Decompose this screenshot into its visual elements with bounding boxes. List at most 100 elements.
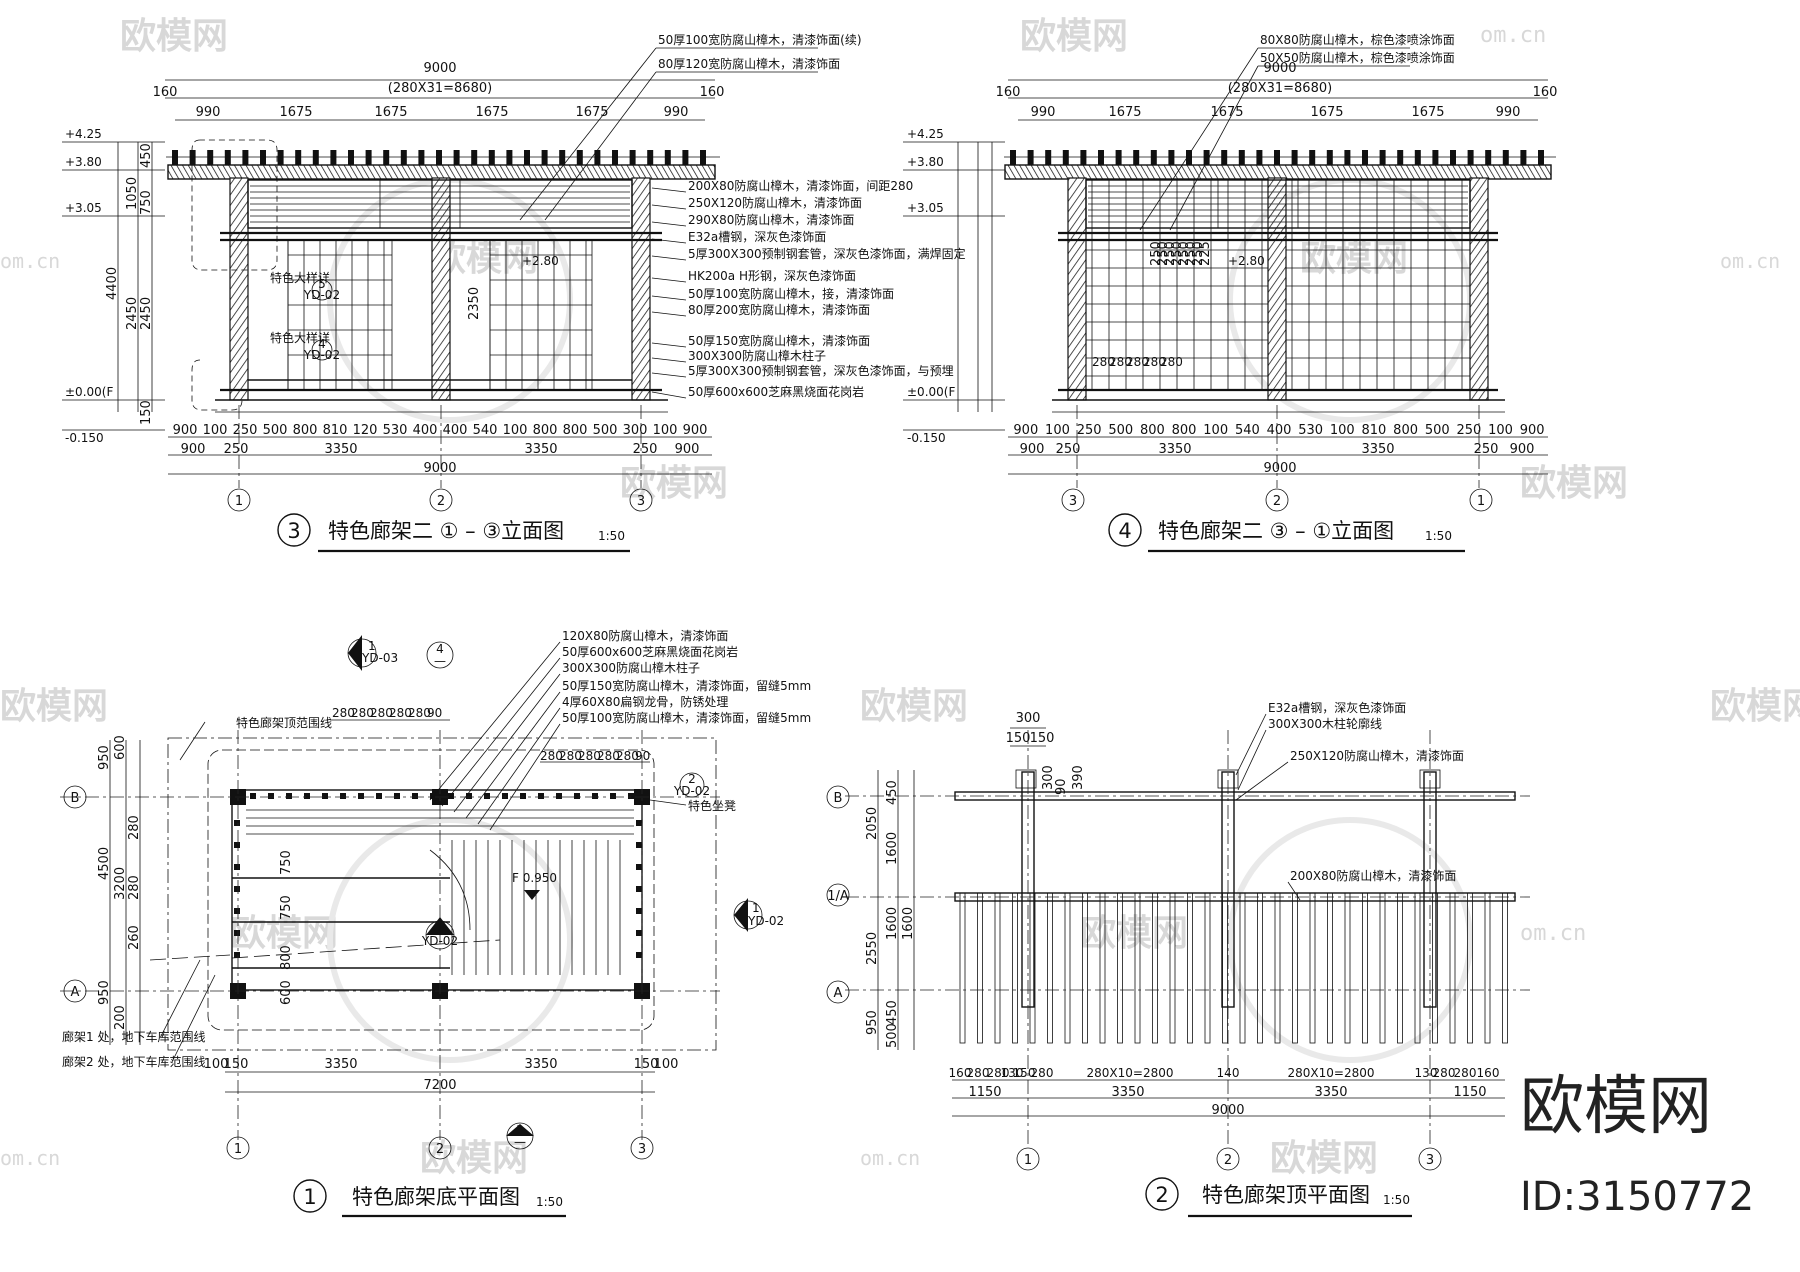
plan1-top-dim: 280 bbox=[332, 706, 355, 720]
elev3-axis-bubble: 2 bbox=[437, 494, 445, 509]
svg-text:3: 3 bbox=[516, 1123, 524, 1137]
elev4-level: +3.05 bbox=[907, 201, 944, 215]
plan1-axis-bubble: 3 bbox=[638, 1142, 646, 1157]
elev3-title-number: 3 bbox=[287, 519, 300, 543]
plan1-top-dim: 280 bbox=[597, 749, 620, 763]
plan2-left-dim: 950 bbox=[865, 1010, 880, 1035]
plan2-top-dim: 300 bbox=[1041, 765, 1056, 790]
plan1-top-dim: 280 bbox=[370, 706, 393, 720]
plan2-left-dim: 1600 bbox=[885, 907, 900, 940]
rafter-end bbox=[207, 150, 214, 165]
plan1-right-label: 特色坐凳 bbox=[688, 798, 736, 813]
elev4-bottom-dim1: 800 bbox=[1140, 423, 1165, 438]
plan1-inner-dim: 750 bbox=[279, 895, 294, 920]
watermark-brand: 欧模网 bbox=[620, 463, 728, 504]
plan2-callout: 300X300木柱轮廓线 bbox=[1268, 716, 1382, 731]
elev3-bottom-dim1: 100 bbox=[203, 423, 228, 438]
rafter-end bbox=[1467, 150, 1474, 165]
elev3-title: 特色廊架二 ① – ③立面图 bbox=[328, 519, 564, 543]
elev3-column bbox=[229, 177, 249, 401]
elev4-grid-dim-h: 280 bbox=[1092, 355, 1115, 369]
elev4-grid-dim-h: 280 bbox=[1160, 355, 1183, 369]
plan1-left-label: 特色廊架顶范围线 bbox=[236, 715, 332, 730]
plan1-bottom-dim: 150 bbox=[634, 1057, 659, 1072]
elev3-detail-ref-sheet: YD-02 bbox=[303, 348, 340, 362]
beam-dot bbox=[340, 793, 346, 799]
elev3-overall-dim: 9000 bbox=[423, 61, 456, 76]
svg-text:YD-03: YD-03 bbox=[361, 651, 398, 665]
plan2-left-dim: 1600 bbox=[885, 832, 900, 865]
plan1-section-marker: 4 — bbox=[426, 641, 454, 669]
elev3-bottom-dim1: 100 bbox=[653, 423, 678, 438]
elev3-bottom-dim1: 540 bbox=[473, 423, 498, 438]
plan2-top-dim: 150 bbox=[1030, 731, 1055, 746]
plan2-bottom-dim1: 130 bbox=[1415, 1066, 1438, 1080]
elev3-scale: 1:50 bbox=[598, 529, 625, 543]
elev3-bay-dim: 1675 bbox=[575, 105, 608, 120]
svg-text:—: — bbox=[434, 654, 446, 668]
elev3-bottom-dim1: 400 bbox=[443, 423, 468, 438]
rafter-end bbox=[1256, 150, 1263, 165]
plan1-bottom-dim: 100 bbox=[204, 1057, 229, 1072]
rafter-end bbox=[541, 150, 548, 165]
elev4-grid-dim: 250 bbox=[1170, 241, 1185, 266]
rafter-end bbox=[189, 150, 196, 165]
watermark-brand: 欧模网 bbox=[1300, 238, 1408, 279]
elev4-bottom-total: 9000 bbox=[1263, 461, 1296, 476]
elev3-bottom-dim2: 3350 bbox=[524, 442, 557, 457]
plan2-callout: 250X120防腐山樟木，清漆饰面 bbox=[1290, 748, 1464, 763]
plan1-axis-bubble: A bbox=[71, 985, 80, 1000]
plan1-scale: 1:50 bbox=[536, 1195, 563, 1209]
plan2-bottom-dim2: 3350 bbox=[1111, 1085, 1144, 1100]
rafter-end bbox=[1062, 150, 1069, 165]
plan2-callout: 200X80防腐山樟木，清漆饰面 bbox=[1290, 868, 1456, 883]
rafter-end bbox=[576, 150, 583, 165]
rafter bbox=[1362, 892, 1368, 1044]
rafter bbox=[1397, 892, 1403, 1044]
elev3-bottom-dim1: 900 bbox=[173, 423, 198, 438]
watermark-brand: 欧模网 bbox=[860, 686, 968, 727]
elev3-level: +4.25 bbox=[65, 127, 102, 141]
plan1-bottom-dim: 150 bbox=[224, 1057, 249, 1072]
elev3-bottom-dim2: 3350 bbox=[324, 442, 357, 457]
rafter-end bbox=[1326, 150, 1333, 165]
elev4-bay-dim: 1675 bbox=[1108, 105, 1141, 120]
plan1-bottom-dim: 3350 bbox=[524, 1057, 557, 1072]
elev3-callout: E32a槽钢，深灰色漆饰面 bbox=[688, 230, 826, 244]
rafter-end bbox=[1432, 150, 1439, 165]
elev4-overall-dim: 9000 bbox=[1263, 61, 1296, 76]
elev3-end-dim-left: 160 bbox=[153, 85, 178, 100]
beam-dot bbox=[448, 793, 454, 799]
elev4-bottom-dim1: 250 bbox=[1077, 423, 1102, 438]
rafter bbox=[1064, 892, 1071, 1044]
beam-dot bbox=[286, 793, 292, 799]
plan1-top-dim: 90 bbox=[635, 749, 650, 763]
elev3-height-dim: 450 bbox=[139, 143, 154, 168]
rafter-end bbox=[1027, 150, 1034, 165]
svg-text:1: 1 bbox=[752, 901, 760, 915]
plan2-bottom-dim1: 280 bbox=[1031, 1066, 1054, 1080]
rafter-end bbox=[383, 150, 390, 165]
rafter bbox=[1344, 892, 1351, 1044]
rafter-end bbox=[506, 150, 513, 165]
rafter-end bbox=[524, 150, 530, 165]
rafter bbox=[1099, 892, 1106, 1044]
plan1-top-dim: 280 bbox=[559, 749, 582, 763]
elev4-axis-bubble: 2 bbox=[1273, 494, 1281, 509]
plan1-left-dim: 4500 bbox=[97, 847, 112, 880]
rafter-end bbox=[1274, 150, 1280, 165]
beam-dot bbox=[304, 793, 310, 799]
rafter-end bbox=[1186, 150, 1192, 165]
elev4-end-dim-right: 160 bbox=[1533, 85, 1558, 100]
elev3-sub-dim: (280X31=8680) bbox=[388, 81, 492, 96]
elev3-detail-note: 特色大样详 bbox=[270, 270, 330, 285]
plan1-top-dim: 280 bbox=[540, 749, 563, 763]
plan2-top-dim: 390 bbox=[1071, 765, 1086, 790]
elev4-roof-beam bbox=[1004, 164, 1552, 180]
elev3-callout: 300X300防腐山樟木柱子 bbox=[688, 348, 826, 363]
beam-dot bbox=[502, 793, 508, 799]
elev4-bay-dim: 990 bbox=[1031, 105, 1056, 120]
elev3-bay-dim: 1675 bbox=[374, 105, 407, 120]
rafter bbox=[977, 892, 983, 1044]
